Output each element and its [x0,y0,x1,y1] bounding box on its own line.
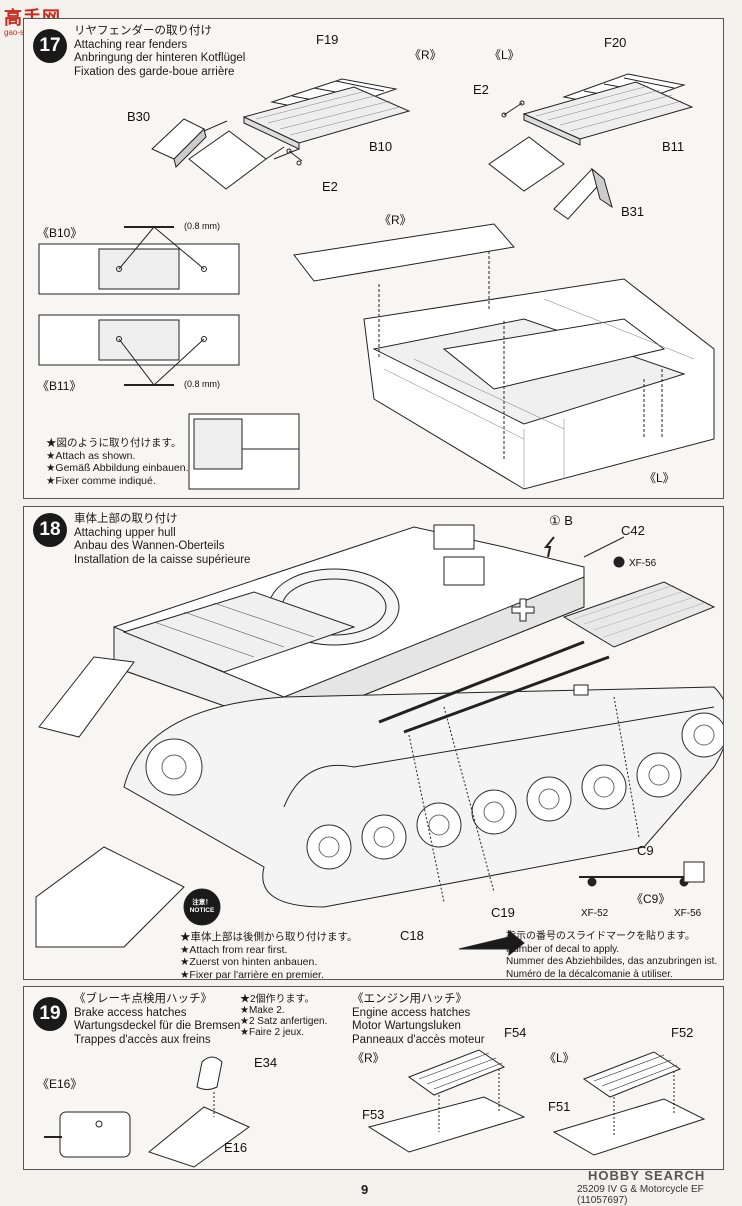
note-line: ★Zuerst von hinten anbauen. [180,956,318,968]
title-jp: リヤフェンダーの取り付け [74,25,212,37]
step-19-panel: 19 《ブレーキ点検用ハッチ》 Brake access hatches War… [23,986,724,1170]
watermark-hobbysearch: HOBBY SEARCH [588,1168,706,1183]
part-label: C19 [491,905,515,920]
title-de: Motor Wartungsluken [352,1020,461,1032]
part-label: B31 [621,204,645,219]
note-line: ★Fixer par l'arrière en premier. [180,968,324,981]
part-label: E16 [224,1140,248,1155]
detail-label: 《B10》 [37,226,83,240]
title-fr: Panneaux d'accès moteur [352,1033,485,1046]
part-label: F20 [604,35,627,50]
step-number-18: 18 [33,513,67,547]
detail-label: 《E16》 [37,1077,83,1091]
note-line: ★Gemäß Abbildung einbauen. [46,462,189,474]
decal-legend: 指示の番号のスライドマークを貼ります。 Number of decal to a… [506,931,717,981]
step-19-drawing [44,1049,706,1168]
title-fr: Fixation des garde-boue arrière [74,65,235,78]
note-line: ★Fixer comme indiqué. [46,474,156,487]
part-label: B10 [369,139,393,154]
part-label: F19 [316,32,339,47]
note-line: ★2 Satz anfertigen. [240,1016,328,1027]
side-label: 《L》 [489,48,520,62]
step-17-drawing [38,73,715,490]
side-label: 《R》 [352,1051,385,1065]
title-fr: Installation de la caisse supérieure [74,553,251,566]
note-line: Nummer des Abziehbildes, das anzubringen… [506,956,718,967]
part-label: E2 [473,82,489,97]
notice-badge: 注意！ NOTICE [189,899,215,914]
note-line: ★2個作ります。 [240,994,315,1005]
part-label: B30 [127,109,151,124]
detail-label: 《C9》 [631,892,671,906]
title-jp: 《ブレーキ点検用ハッチ》 [74,993,212,1005]
product-code: 25209 IV G & Motorcycle EF (11057697) [577,1184,704,1206]
step-19-title: 《ブレーキ点検用ハッチ》 Brake access hatches Wartun… [74,993,240,1047]
drill-size: (0.8 mm) [184,379,220,389]
paint-label: XF-56 [629,558,657,569]
detail-label: 《B11》 [37,379,82,393]
step-17-title: リヤフェンダーの取り付け Attaching rear fenders Anbr… [74,25,245,79]
step-number-17: 17 [33,29,67,63]
part-label: E2 [322,179,338,194]
side-label: 《R》 [379,213,412,227]
title-en: Brake access hatches [74,1006,187,1019]
make-two-note: ★2個作ります。 ★Make 2. ★2 Satz anfertigen. ★F… [240,994,327,1038]
title-jp: 車体上部の取り付け [74,513,178,525]
title-en: Engine access hatches [352,1006,471,1019]
part-label: C9 [637,843,654,858]
step-17-panel: 17 リヤフェンダーの取り付け Attaching rear fenders A… [23,18,724,499]
part-label: C42 [621,523,645,538]
part-label: F53 [362,1107,385,1122]
step-18-title: 車体上部の取り付け Attaching upper hull Anbau des… [74,513,250,567]
step-number-19: 19 [33,997,67,1031]
title-en: Attaching rear fenders [74,38,188,51]
note-line: Number of decal to apply. [506,943,620,955]
note-line: 指示の番号のスライドマークを貼ります。 [506,931,695,942]
step-18-panel: 18 車体上部の取り付け Attaching upper hull Anbau … [23,506,724,981]
step-19-title-2: 《エンジン用ハッチ》 Engine access hatches Motor W… [352,993,485,1047]
note-line: ★Make 2. [240,1005,285,1016]
step-18-notes: ★車体上部は後側から取り付けます。 ★Attach from rear firs… [180,931,357,981]
part-label: B11 [662,139,685,154]
note-line: Numéro de la décalcomanie à utiliser. [506,968,673,980]
side-label: 《R》 [409,48,442,62]
part-label: C18 [400,928,424,943]
note-line: ★図のように取り付けます。 [46,437,182,449]
note-line: ★Faire 2 jeux. [240,1027,304,1038]
side-label: 《L》 [544,1051,575,1065]
step-17-notes: ★図のように取り付けます。 ★Attach as shown. ★Gemäß A… [46,437,189,487]
title-fr: Trappes d'accès aux freins [74,1033,211,1046]
side-label: 《L》 [644,471,675,485]
drill-size: (0.8 mm) [184,221,220,231]
page-number: 9 [361,1182,369,1197]
title-en: Attaching upper hull [74,526,176,539]
note-line: ★Attach as shown. [46,449,136,462]
note-line: ★車体上部は後側から取り付けます。 [180,931,358,943]
decal-marker: ① B [549,513,573,528]
title-de: Anbringung der hinteren Kotflügel [74,52,246,64]
paint-label: XF-56 [674,908,702,919]
paint-label: XF-52 [581,908,609,919]
part-label: F51 [548,1099,571,1114]
part-label: E34 [254,1055,278,1070]
title-de: Wartungsdeckel für die Bremsen [74,1020,241,1032]
note-line: ★Attach from rear first. [180,943,288,956]
title-de: Anbau des Wannen-Oberteils [74,540,225,552]
part-label: F54 [504,1025,527,1040]
title-jp: 《エンジン用ハッチ》 [352,993,467,1005]
part-label: F52 [671,1025,694,1040]
step-18-drawing [35,524,723,957]
